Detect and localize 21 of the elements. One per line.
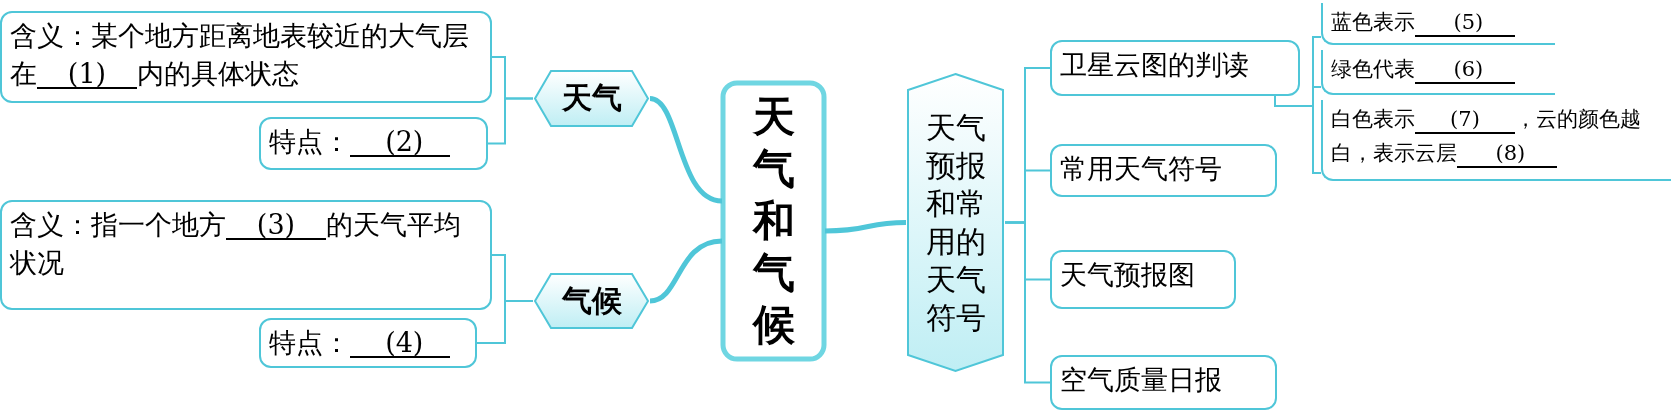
branch-hexagon: 气候 <box>533 272 650 330</box>
connector-line <box>1274 95 1322 174</box>
connector-line <box>1004 221 1051 384</box>
connector-line <box>476 300 534 344</box>
connector-line <box>487 97 534 145</box>
note-box: 特点： (2) <box>259 117 488 170</box>
note-box: 白色表示 (7) ，云的颜色越白，表示云层 (8) <box>1321 100 1671 181</box>
topic-box: 天气和气候 <box>720 80 827 362</box>
note-box: 常用天气符号 <box>1050 144 1277 197</box>
note-box: 绿色代表 (6) <box>1321 50 1555 95</box>
note-box: 含义：指一个地方 (3) 的天气平均状况 <box>0 200 492 310</box>
note-box: 卫星云图的判读 <box>1050 40 1300 96</box>
branch-hexagon: 天气 <box>533 69 650 128</box>
note-box: 天气预报图 <box>1050 250 1236 309</box>
connector-line <box>649 96 723 204</box>
note-box: 蓝色表示 (5) <box>1321 3 1555 45</box>
note-box: 特点： (4) <box>259 318 477 368</box>
note-box: 空气质量日报 <box>1050 355 1277 410</box>
branch-hexagon: 天气预报和常用的天气符号 <box>906 72 1005 373</box>
connector-line <box>649 238 723 304</box>
note-box: 含义：某个地方距离地表较近的大气层在 (1) 内的具体状态 <box>0 11 492 103</box>
